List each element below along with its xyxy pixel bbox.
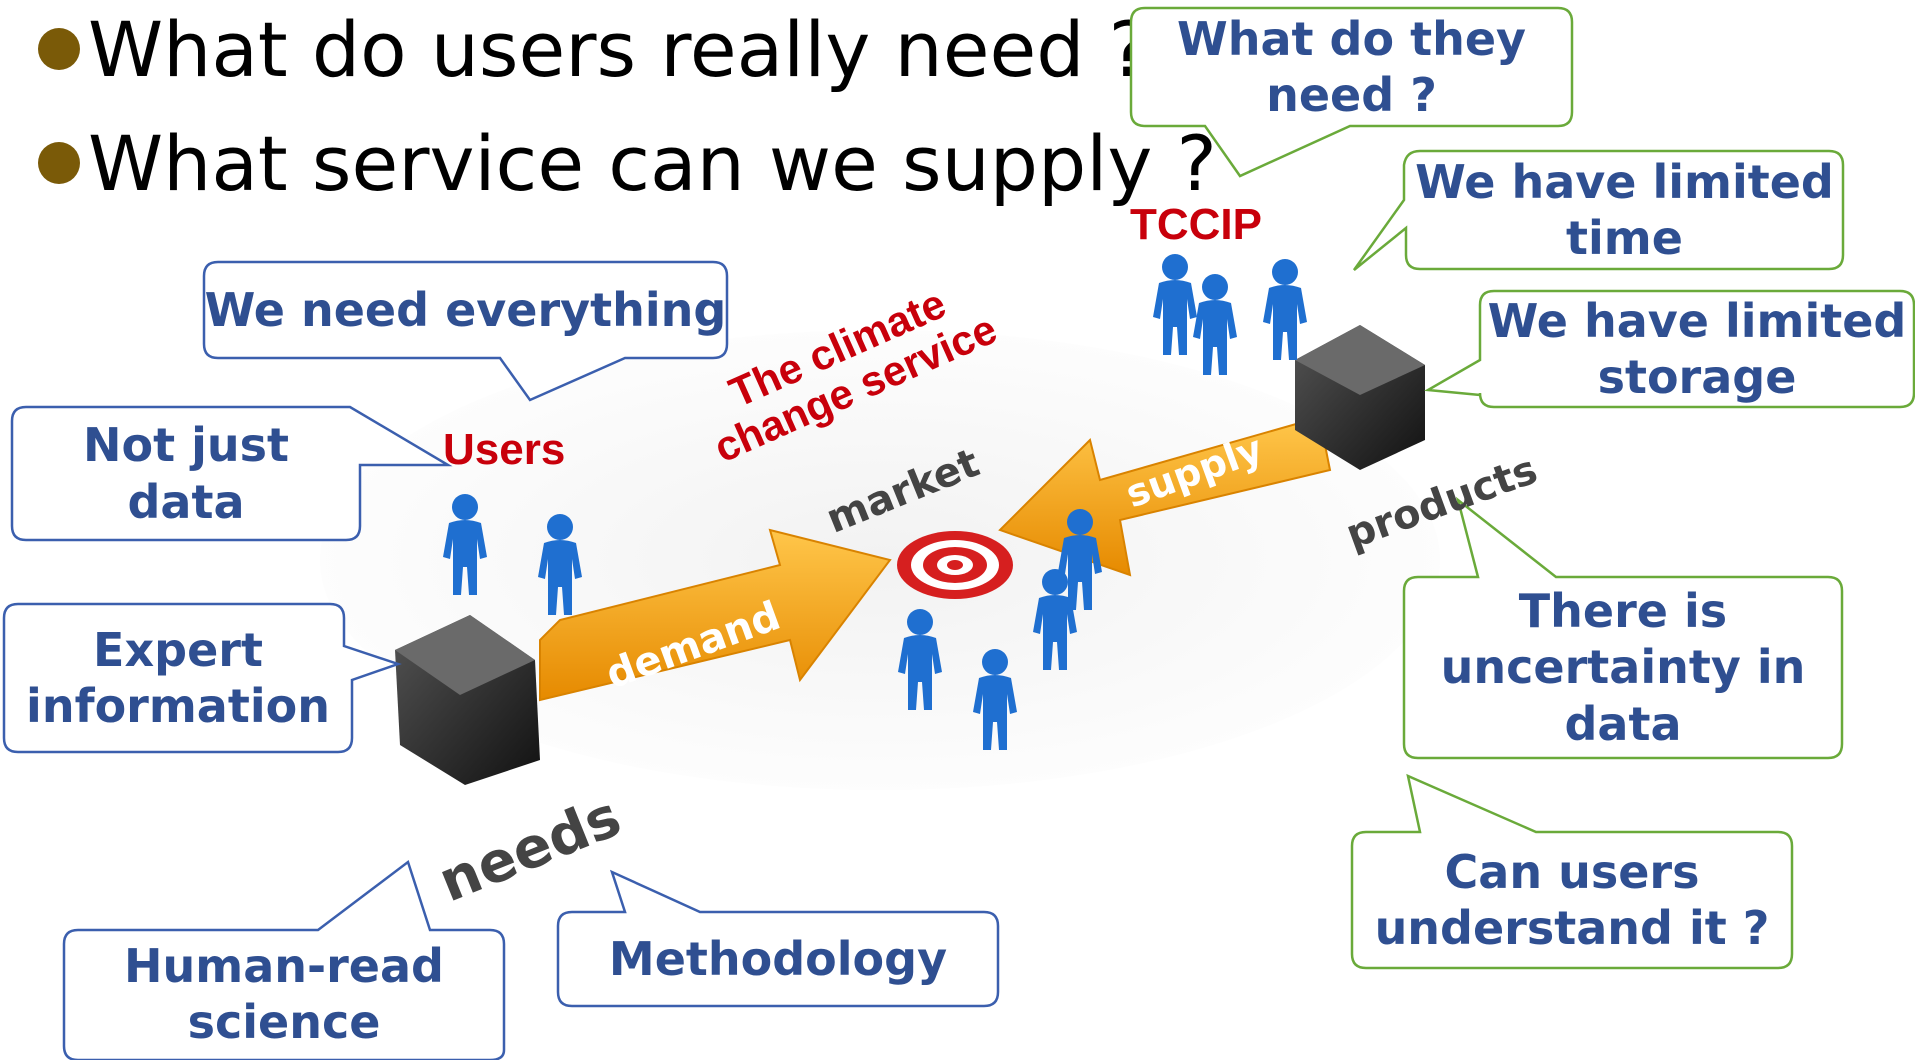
bullet-users-need: What do users really need ? xyxy=(38,12,1149,88)
callout-human-read-science: Human-read science xyxy=(124,938,444,1049)
callout-shape-can-users-understand xyxy=(1350,773,1794,970)
callout-methodology: Methodology xyxy=(608,931,948,986)
callout-can-users-understand: Can users understand it ? xyxy=(1374,844,1770,955)
callout-shape-need-everything xyxy=(202,260,729,402)
callout-shape-uncertainty xyxy=(1402,496,1844,760)
needs-cube xyxy=(395,615,540,785)
callout-shape-not-just-data xyxy=(10,405,453,542)
target-icon xyxy=(897,531,1013,599)
callout-need-everything: We need everything xyxy=(204,282,727,337)
callout-what-do-they-need: What do they need ? xyxy=(1177,11,1526,122)
demand-arrow xyxy=(539,528,892,702)
tccip-label: TCCIP xyxy=(1130,200,1262,249)
callout-expert-information: Expert information xyxy=(26,622,330,733)
callout-shape-limited-storage xyxy=(1423,289,1915,409)
callout-shape-expert-information xyxy=(2,602,402,754)
bullet-dot-icon xyxy=(38,28,80,70)
callout-shape-methodology xyxy=(556,869,1000,1008)
bullet-text: What service can we supply ? xyxy=(88,119,1217,208)
bullet-service-supply: What service can we supply ? xyxy=(38,126,1217,202)
bullet-dot-icon xyxy=(38,142,80,184)
callout-uncertainty: There is uncertainty in data xyxy=(1440,584,1806,751)
products-cube xyxy=(1295,325,1425,470)
callout-shape-what-do-they-need xyxy=(1129,6,1574,178)
callout-limited-time: We have limited time xyxy=(1415,154,1834,265)
callout-shape-limited-time xyxy=(1352,149,1845,271)
bullet-text: What do users really need ? xyxy=(88,5,1149,94)
callout-limited-storage: We have limited storage xyxy=(1487,293,1907,404)
tccip-figures xyxy=(1153,254,1307,375)
callout-not-just-data: Not just data xyxy=(83,418,289,529)
users-label: Users xyxy=(443,425,566,474)
